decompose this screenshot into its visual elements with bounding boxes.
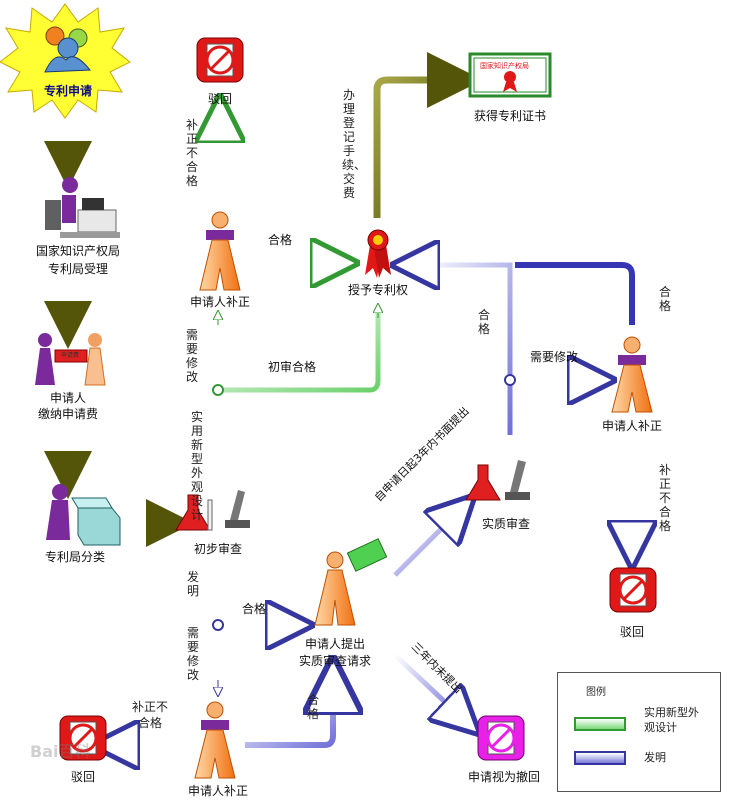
legend-blue-label: 发明 <box>644 751 666 764</box>
label-fee-line2: 缴纳申请费 <box>37 407 99 421</box>
edge-ok-right-top: 合格 <box>658 285 671 313</box>
label-fee-line1: 申请人 <box>49 391 87 405</box>
edge-design-type: 实用新型外观设计 <box>174 410 204 522</box>
applicant-top-figure <box>199 211 241 291</box>
edge-need-modify-left: 需要修改 <box>185 328 198 384</box>
legend-green-swatch <box>574 717 626 731</box>
edge-design-type-col1: 实用新型外观设计 <box>190 410 203 522</box>
label-applicant-correct-bottom: 申请人补正 <box>187 784 249 798</box>
edge-need-modify-right: 需要修改 <box>530 350 579 364</box>
legend-blue-swatch <box>574 751 626 765</box>
label-fee-paper: 申请费 <box>60 352 80 359</box>
edge-register: 办理登记手续、交费 <box>342 88 367 200</box>
edge-prelim-pass: 初审合格 <box>268 360 317 374</box>
legend-title: 图例 <box>586 687 606 698</box>
main-flow-arrows <box>44 52 483 547</box>
edge-not-ok-top: 补正不合格 <box>185 118 198 188</box>
utility-design-flow <box>213 118 378 500</box>
edge-ok-bottom: 合格 <box>306 693 319 721</box>
label-withdraw: 申请视为撤回 <box>467 770 541 784</box>
edge-invention: 发明 <box>186 570 199 598</box>
label-reject-right: 驳回 <box>619 625 645 639</box>
edge-ok-top: 合格 <box>268 233 293 247</box>
edge-ok-right-branch: 合格 <box>477 308 490 336</box>
edge-ok-mid: 合格 <box>242 602 267 616</box>
label-applicant-correct-top: 申请人补正 <box>189 295 251 309</box>
watermark: Bai百科 <box>30 742 91 761</box>
label-grant: 授予专利权 <box>347 283 409 297</box>
applicant-request-figure <box>314 538 388 626</box>
edge-not-ok-bottom: 补正不合格 <box>131 700 168 730</box>
label-office-line2: 专利局受理 <box>47 262 109 276</box>
patent-application-node <box>0 3 131 119</box>
invention-flow <box>115 265 632 745</box>
label-reject-top: 驳回 <box>207 92 233 106</box>
label-office-line1: 国家知识产权局 <box>35 244 121 258</box>
legend-green-label: 实用新型外观设计 <box>644 706 699 734</box>
edge-need-modify-bottom: 需要修改 <box>186 626 199 682</box>
applicant-right-figure <box>611 336 653 413</box>
preliminary-exam-icon <box>175 490 250 531</box>
fee-payment-icon <box>35 333 106 386</box>
substantive-exam-icon <box>465 460 530 501</box>
reject-bottom-icon <box>59 715 107 761</box>
label-classification: 专利局分类 <box>44 550 106 564</box>
label-applicant-correct-right: 申请人补正 <box>601 419 663 433</box>
office-clerk-icon <box>45 177 120 238</box>
label-substantive-exam: 实质审查 <box>481 517 531 531</box>
classification-icon <box>46 484 121 546</box>
label-request-line1: 申请人提出 <box>304 637 366 651</box>
label-reject-bottom: 驳回 <box>70 770 96 784</box>
edge-not-ok-right: 补正不合格 <box>658 463 671 533</box>
applicant-bottom-figure <box>194 701 236 779</box>
reject-right-icon <box>609 567 657 613</box>
certificate-text: 国家知识产权局 <box>480 61 529 70</box>
label-preliminary-exam: 初步审查 <box>193 542 243 556</box>
certificate-icon: 国家知识产权局 <box>468 52 552 98</box>
grant-ribbon-icon <box>365 229 391 278</box>
label-patent-application: 专利申请 <box>43 84 93 98</box>
withdraw-icon <box>477 715 525 761</box>
reject-top-icon <box>196 37 244 83</box>
label-certificate: 获得专利证书 <box>473 109 547 123</box>
legend: 图例 实用新型外观设计 发明 <box>557 672 721 792</box>
label-request-line2: 实质审查请求 <box>298 654 372 668</box>
